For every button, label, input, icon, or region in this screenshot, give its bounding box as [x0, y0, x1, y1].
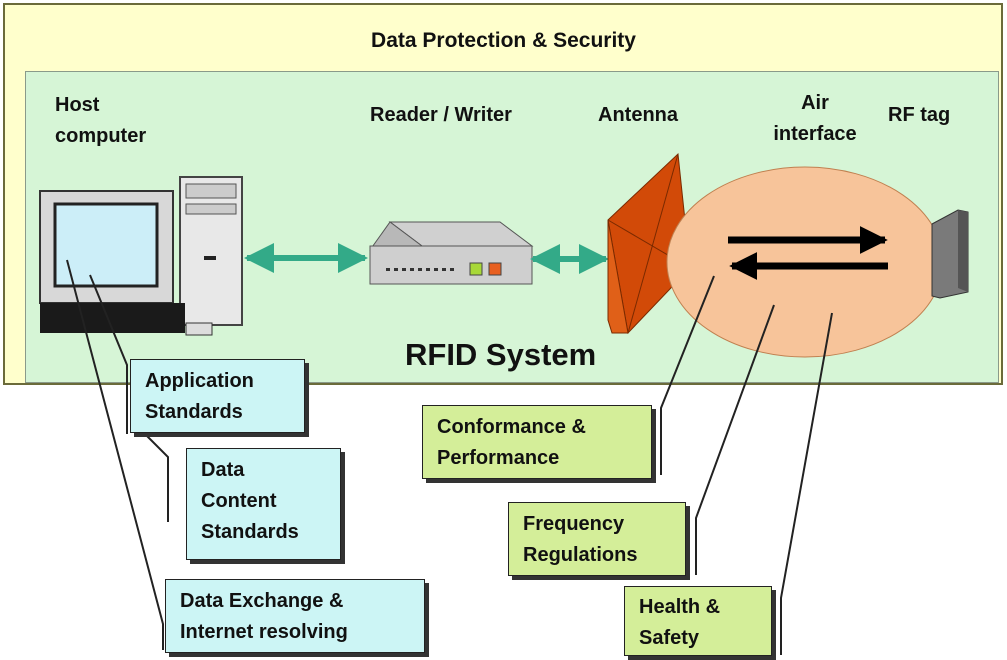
health-safety-box: Health & Safety — [624, 586, 772, 656]
antenna-label: Antenna — [598, 104, 678, 126]
data-exchange-standards-box: Data Exchange & Internet resolving — [165, 579, 425, 653]
rfid-system-label: RFID System — [405, 337, 597, 372]
host-computer-label: Host computer — [55, 94, 147, 147]
rf-tag-icon — [931, 209, 969, 299]
rf-tag-label: RF tag — [888, 104, 951, 126]
air-interface-field — [666, 166, 944, 358]
air-interface-label: Air interface — [773, 92, 857, 145]
conformance-performance-box: Conformance & Performance — [422, 405, 652, 479]
reader-writer-label: Reader / Writer — [370, 104, 512, 126]
reader-writer-device-icon — [369, 221, 534, 285]
host-computer-icon — [39, 176, 243, 336]
data-content-standards-box: Data Content Standards — [186, 448, 341, 560]
frequency-regulations-box: Frequency Regulations — [508, 502, 686, 576]
diagram-title: Data Protection & Security — [371, 29, 636, 52]
application-standards-box: Application Standards — [130, 359, 305, 433]
standard-connector-lines — [66, 259, 833, 655]
